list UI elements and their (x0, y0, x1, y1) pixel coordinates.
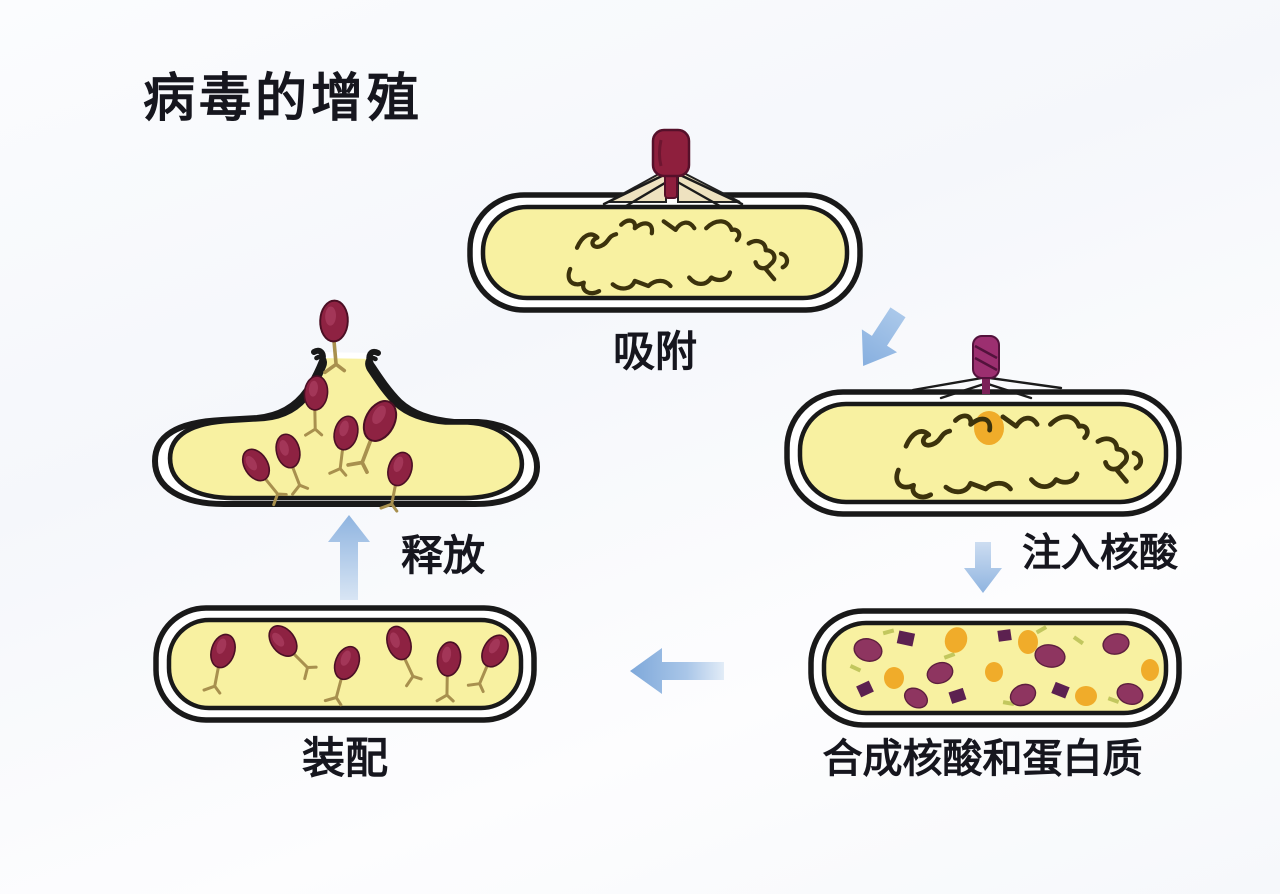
stage-label-injection: 注入核酸 (1021, 531, 1178, 576)
stage-label-adsorption: 吸附 (612, 327, 697, 376)
synthesized-parts (849, 625, 1159, 709)
stage-label-release: 释放 (400, 531, 485, 580)
cell-adsorption-graphic (467, 128, 863, 313)
cell-synthesis-graphic (808, 608, 1182, 728)
arrow-injection-to-synthesis-icon (964, 542, 1002, 593)
injecting-phage-icon (911, 335, 1063, 400)
bacterium-inner-membrane (480, 204, 850, 301)
attached-phage-icon (602, 128, 744, 208)
cell-release-graphic (152, 298, 540, 515)
arrow-synthesis-to-assembly-icon (630, 648, 724, 694)
stage-label-synthesis: 合成核酸和蛋白质 (822, 736, 1143, 782)
arrow-adsorption-to-injection-icon (861, 307, 906, 366)
arrow-assembly-to-release-icon (328, 515, 370, 600)
stage-label-assembly: 装配 (302, 734, 388, 784)
cell-assembly-graphic (153, 605, 537, 723)
cell-injection-graphic (784, 335, 1182, 517)
diagram-title: 病毒的增殖 (143, 69, 424, 129)
